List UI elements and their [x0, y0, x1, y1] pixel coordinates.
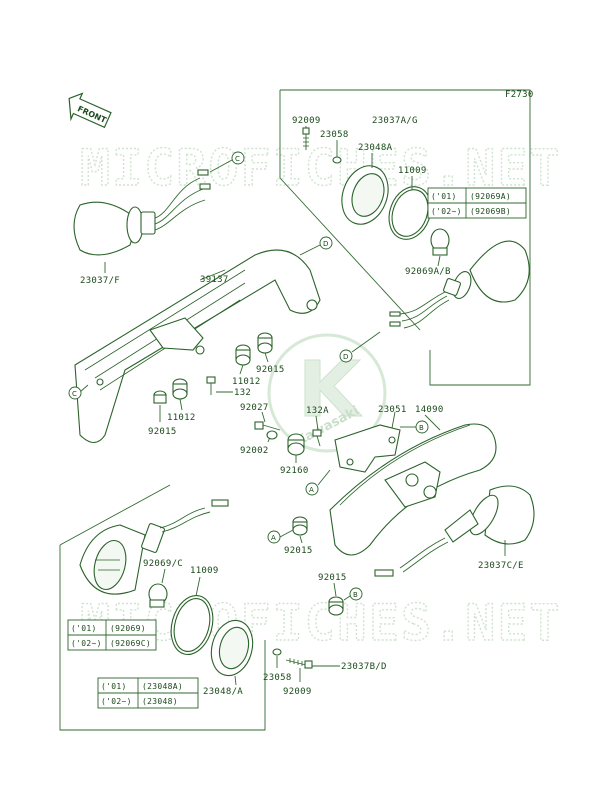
label-14090: 14090 — [415, 405, 444, 415]
top-group-frame — [280, 89, 531, 386]
label-92160: 92160 — [280, 466, 309, 476]
table-bottom-row2-part: (23048) — [142, 697, 178, 706]
table-mid-row2-year: ('02~) — [71, 639, 102, 648]
gasket-11009-bottom — [170, 595, 214, 655]
table-top-row2-year: ('02~) — [431, 207, 462, 216]
collar-92160 — [287, 433, 305, 456]
table-bottom-row2-year: ('02~) — [101, 697, 132, 706]
label-11009-bottom: 11009 — [190, 566, 219, 576]
fender-14090 — [329, 423, 497, 556]
callout-a-bracket: A — [309, 486, 314, 494]
label-23037f: 23037/F — [80, 276, 120, 286]
bracket-39137 — [74, 249, 321, 444]
bolt-92002 — [254, 421, 281, 431]
turn-signal-top-right — [389, 240, 530, 329]
table-mid-row2-part: (92069C) — [110, 639, 151, 648]
turn-signal-rear-right — [374, 485, 535, 577]
label-23058-top: 23058 — [320, 130, 349, 140]
callout-d-lower: D — [343, 353, 348, 361]
label-92015-low: 92015 — [284, 546, 313, 556]
label-92069c: 92069/C — [143, 559, 183, 569]
turn-signal-front-left — [73, 169, 211, 256]
lens-rim-23048a — [341, 165, 389, 225]
nut-92015-left — [153, 390, 167, 404]
table-bottom-row1-part: (23048A) — [142, 682, 183, 691]
turn-signal-bottom-left — [79, 499, 229, 595]
callout-b-bracket: B — [419, 424, 424, 432]
table-top: ('01) (92069A) ('02~) (92069B) — [427, 187, 527, 219]
label-92069ab: 92069A/B — [405, 267, 451, 277]
bushing-11012-mid — [235, 344, 251, 366]
callout-d-bracket: D — [323, 240, 328, 248]
table-top-row1-year: ('01) — [431, 192, 457, 201]
label-11012-left: 11012 — [167, 413, 196, 423]
table-bottom: ('01) (23048A) ('02~) (23048) — [97, 677, 199, 709]
label-23058-bottom: 23058 — [263, 673, 292, 683]
label-23051: 23051 — [378, 405, 407, 415]
bushing-92015-mid — [257, 332, 273, 354]
label-132: 132 — [234, 388, 251, 398]
label-92015-left: 92015 — [148, 427, 177, 437]
label-92009-bottom: 92009 — [283, 687, 312, 697]
label-132a: 132A — [306, 406, 329, 416]
figure-code: F2730 — [505, 90, 534, 100]
label-23037ag: 23037A/G — [372, 116, 418, 126]
bottom-group-frame — [59, 545, 266, 731]
table-bottom-row1-year: ('01) — [101, 682, 127, 691]
washer-92027 — [266, 430, 278, 440]
callout-b-nut: B — [353, 591, 358, 599]
gasket-11009-top — [388, 186, 432, 240]
label-92002: 92002 — [240, 446, 269, 456]
label-23037bd: 23037B/D — [341, 662, 387, 672]
lens-rim-23048-bottom — [210, 619, 254, 677]
label-92009-top: 92009 — [292, 116, 321, 126]
table-top-row2-part: (92069B) — [470, 207, 511, 216]
washer-23058-top — [332, 156, 342, 164]
bulb-92069ab — [430, 228, 450, 256]
nut-92015-bottom — [328, 596, 344, 616]
label-92015-bottom: 92015 — [318, 573, 347, 583]
table-mid: ('01) (92069) ('02~) (92069C) — [67, 619, 157, 651]
washer-23058-bottom — [272, 648, 282, 656]
table-top-row1-part: (92069A) — [470, 192, 511, 201]
callout-c-top: C — [235, 155, 240, 163]
label-39137: 39137 — [200, 275, 229, 285]
bushing-11012-left — [172, 378, 188, 400]
bulb-92069c — [148, 583, 168, 608]
label-92027: 92027 — [240, 403, 269, 413]
front-arrow-icon: FRONT — [68, 92, 112, 129]
label-92015-mid: 92015 — [256, 365, 285, 375]
label-23037ce: 23037C/E — [478, 561, 524, 571]
bolt-132 — [206, 376, 216, 395]
nut-92015-low — [292, 516, 308, 536]
label-23048a: 23048A — [358, 143, 393, 153]
callout-a-nut: A — [271, 534, 276, 542]
label-11012-mid: 11012 — [232, 377, 261, 387]
label-23048a-bottom: 23048/A — [203, 687, 243, 697]
label-11009-top: 11009 — [398, 166, 427, 176]
callout-c-left: C — [72, 390, 77, 398]
table-mid-row1-part: (92069) — [110, 624, 146, 633]
bracket-23051 — [334, 424, 401, 473]
bolt-132a — [312, 429, 322, 447]
screw-92009-bottom — [285, 658, 313, 669]
screw-92009-top — [302, 127, 310, 150]
table-mid-row1-year: ('01) — [71, 624, 97, 633]
